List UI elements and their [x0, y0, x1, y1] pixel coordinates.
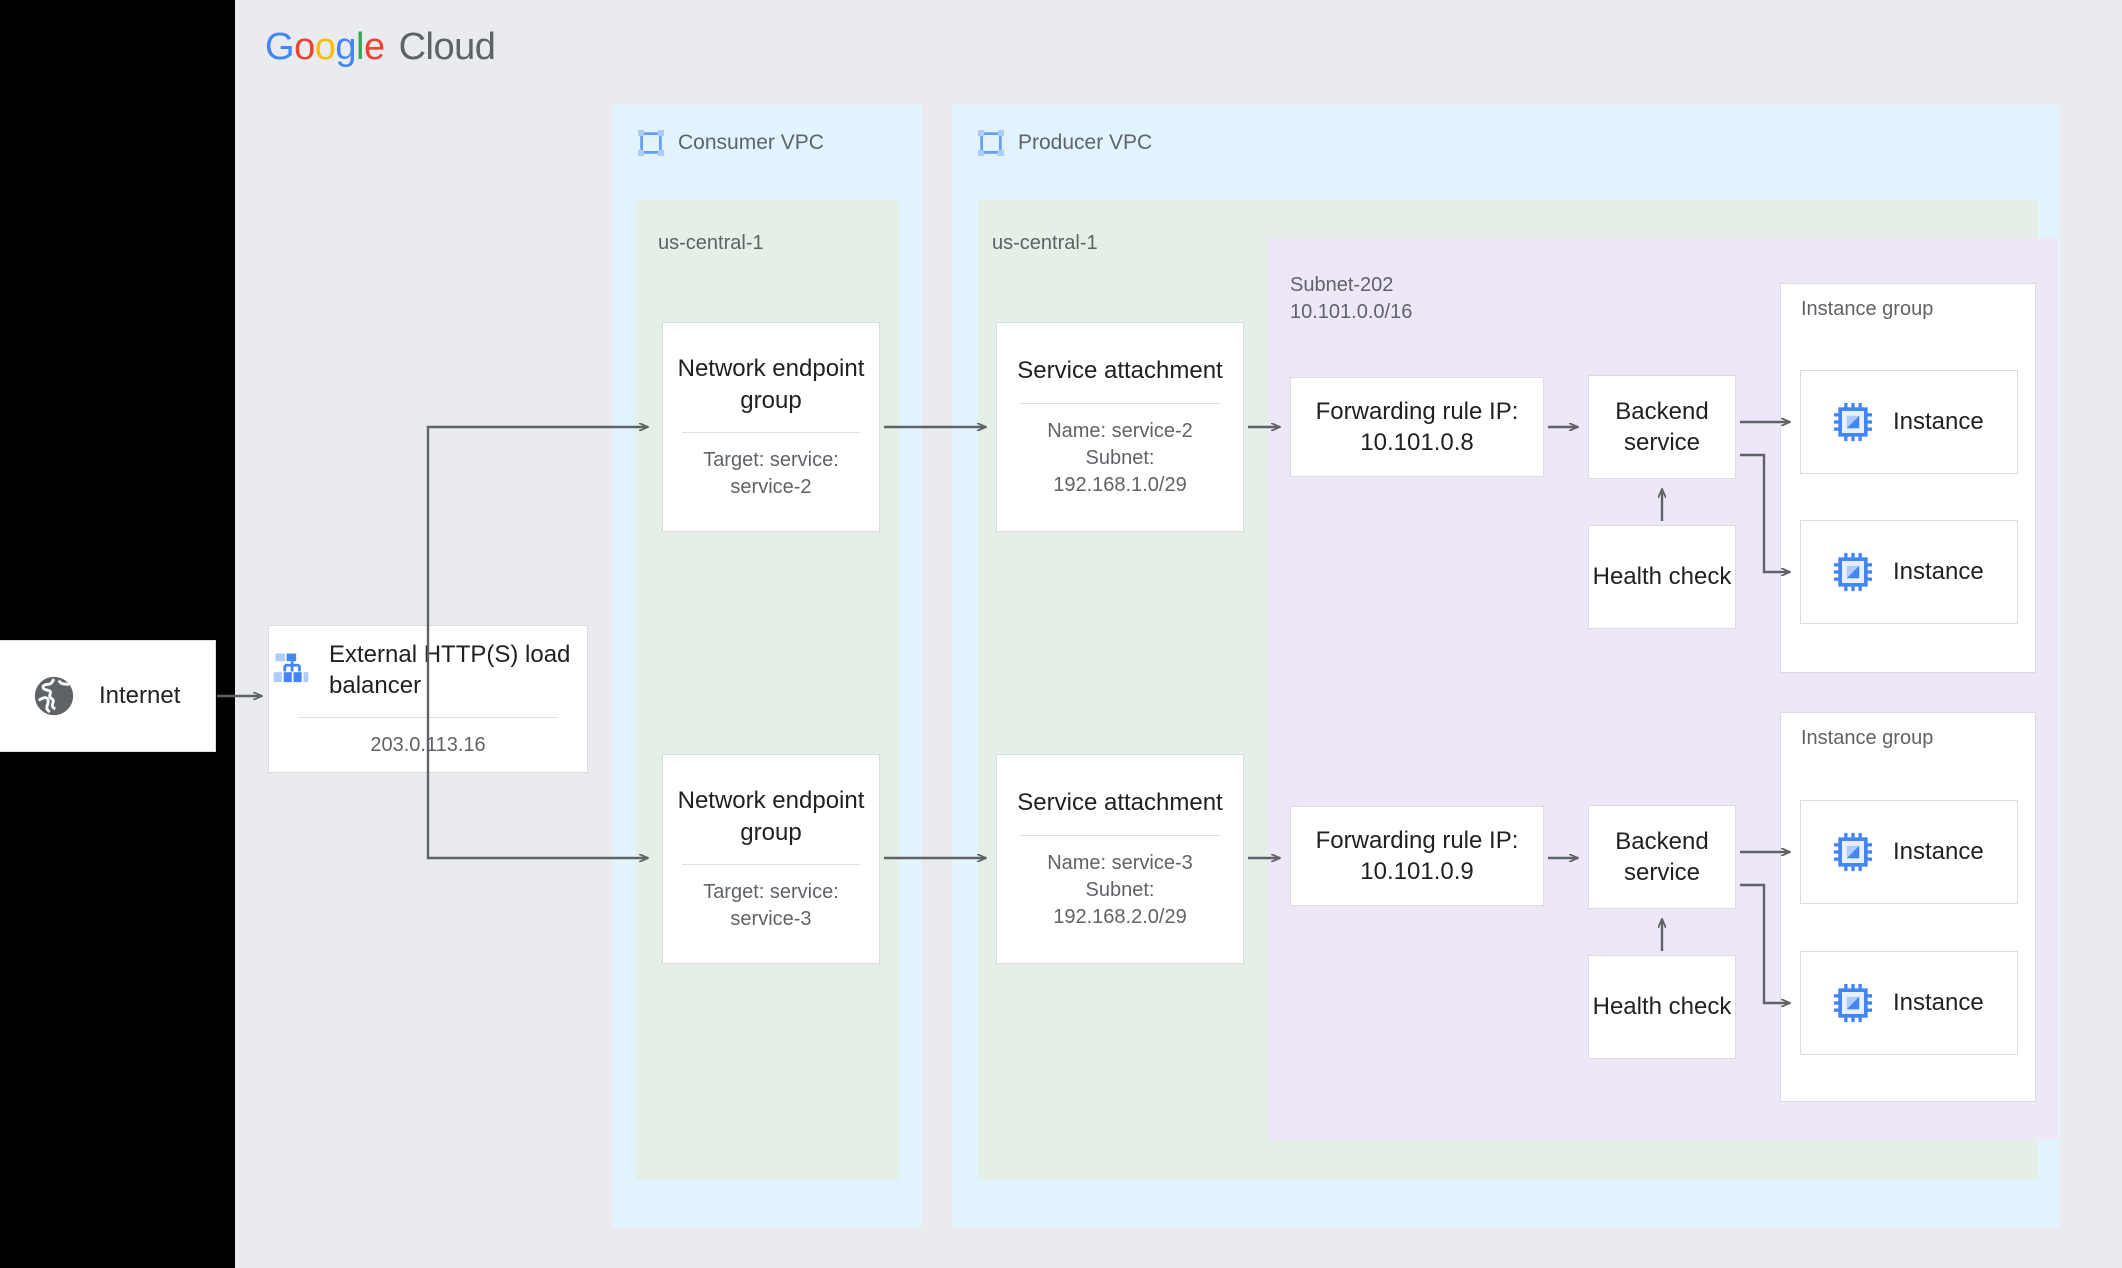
sa-1-title: Service attachment: [1017, 357, 1223, 385]
producer-region-label: us-central-1: [992, 232, 1098, 254]
external-http-load-balancer-card: External HTTP(S) load balancer 203.0.113…: [268, 625, 588, 773]
instance-2-1-label: Instance: [1893, 838, 1984, 865]
backend-service-1: Backend service: [1588, 375, 1736, 479]
internet-node: Internet: [0, 640, 216, 752]
instance-1-2-label: Instance: [1893, 558, 1984, 585]
neg-2-sub: Target: service: service-3: [703, 880, 839, 930]
vpc-icon: [978, 130, 1004, 156]
consumer-vpc-header: Consumer VPC: [636, 128, 824, 158]
backend-service-2-text: Backend service: [1615, 827, 1709, 886]
instance-2-1: Instance: [1800, 800, 2018, 904]
lb-title-row: External HTTP(S) load balancer: [269, 639, 587, 701]
consumer-vpc-label: Consumer VPC: [678, 131, 824, 154]
instance-chip-icon: [1833, 983, 1873, 1023]
instance-group-2-label: Instance group: [1801, 727, 1934, 749]
instance-1-1: Instance: [1800, 370, 2018, 474]
producer-vpc-header: Producer VPC: [976, 128, 1152, 158]
load-balancer-icon: [273, 653, 309, 683]
globe-icon: [34, 676, 74, 716]
sa-2-title: Service attachment: [1017, 789, 1223, 817]
neg-2-divider: [682, 863, 860, 865]
service-attachment-1: Service attachment Name: service-2 Subne…: [996, 322, 1244, 532]
sa-2-divider: [1019, 834, 1221, 836]
backend-service-1-text: Backend service: [1615, 397, 1709, 456]
instance-group-1-label: Instance group: [1801, 298, 1934, 320]
neg-2-title: Network endpoint group: [677, 787, 865, 846]
instance-1-2: Instance: [1800, 520, 2018, 624]
consumer-region-label: us-central-1: [658, 232, 764, 254]
sa-2-sub: Name: service-3 Subnet: 192.168.2.0/29: [1047, 851, 1193, 928]
google-cloud-logo: Google Cloud: [265, 26, 496, 68]
logo-letter-e: e: [363, 26, 385, 68]
network-endpoint-group-1: Network endpoint group Target: service: …: [662, 322, 880, 532]
forwarding-rule-1-text: Forwarding rule IP: 10.101.0.8: [1315, 397, 1519, 456]
logo-letter-g2: g: [335, 26, 356, 68]
instance-chip-icon: [1833, 832, 1873, 872]
backend-service-2: Backend service: [1588, 805, 1736, 909]
instance-chip-icon: [1833, 402, 1873, 442]
lb-divider: [297, 717, 559, 719]
instance-2-2: Instance: [1800, 951, 2018, 1055]
instance-1-1-label: Instance: [1893, 408, 1984, 435]
neg-1-divider: [682, 431, 860, 433]
sa-1-divider: [1019, 402, 1221, 404]
forwarding-rule-2: Forwarding rule IP: 10.101.0.9: [1290, 806, 1544, 906]
subnet-label: Subnet-202 10.101.0.0/16: [1290, 274, 1413, 323]
logo-word-cloud: Cloud: [398, 26, 496, 68]
lb-title: External HTTP(S) load balancer: [329, 640, 571, 699]
logo-letter-o1: o: [294, 26, 315, 68]
vpc-icon: [638, 130, 664, 156]
instance-2-2-label: Instance: [1893, 989, 1984, 1016]
logo-letter-l: l: [355, 26, 364, 68]
logo-letter-o2: o: [314, 26, 336, 68]
sa-1-sub: Name: service-2 Subnet: 192.168.1.0/29: [1047, 419, 1193, 496]
logo-letter-g1: G: [265, 26, 295, 68]
network-endpoint-group-2: Network endpoint group Target: service: …: [662, 754, 880, 964]
lb-ip: 203.0.113.16: [370, 734, 486, 757]
neg-1-title: Network endpoint group: [677, 355, 865, 414]
neg-1-sub: Target: service: service-2: [703, 448, 839, 498]
health-check-1: Health check: [1588, 525, 1736, 629]
forwarding-rule-1: Forwarding rule IP: 10.101.0.8: [1290, 377, 1544, 477]
producer-vpc-label: Producer VPC: [1018, 131, 1153, 154]
service-attachment-2: Service attachment Name: service-3 Subne…: [996, 754, 1244, 964]
forwarding-rule-2-text: Forwarding rule IP: 10.101.0.9: [1315, 826, 1519, 885]
internet-label: Internet: [99, 682, 181, 709]
health-check-2: Health check: [1588, 955, 1736, 1059]
instance-chip-icon: [1833, 552, 1873, 592]
health-check-1-text: Health check: [1592, 563, 1732, 591]
health-check-2-text: Health check: [1592, 993, 1732, 1021]
